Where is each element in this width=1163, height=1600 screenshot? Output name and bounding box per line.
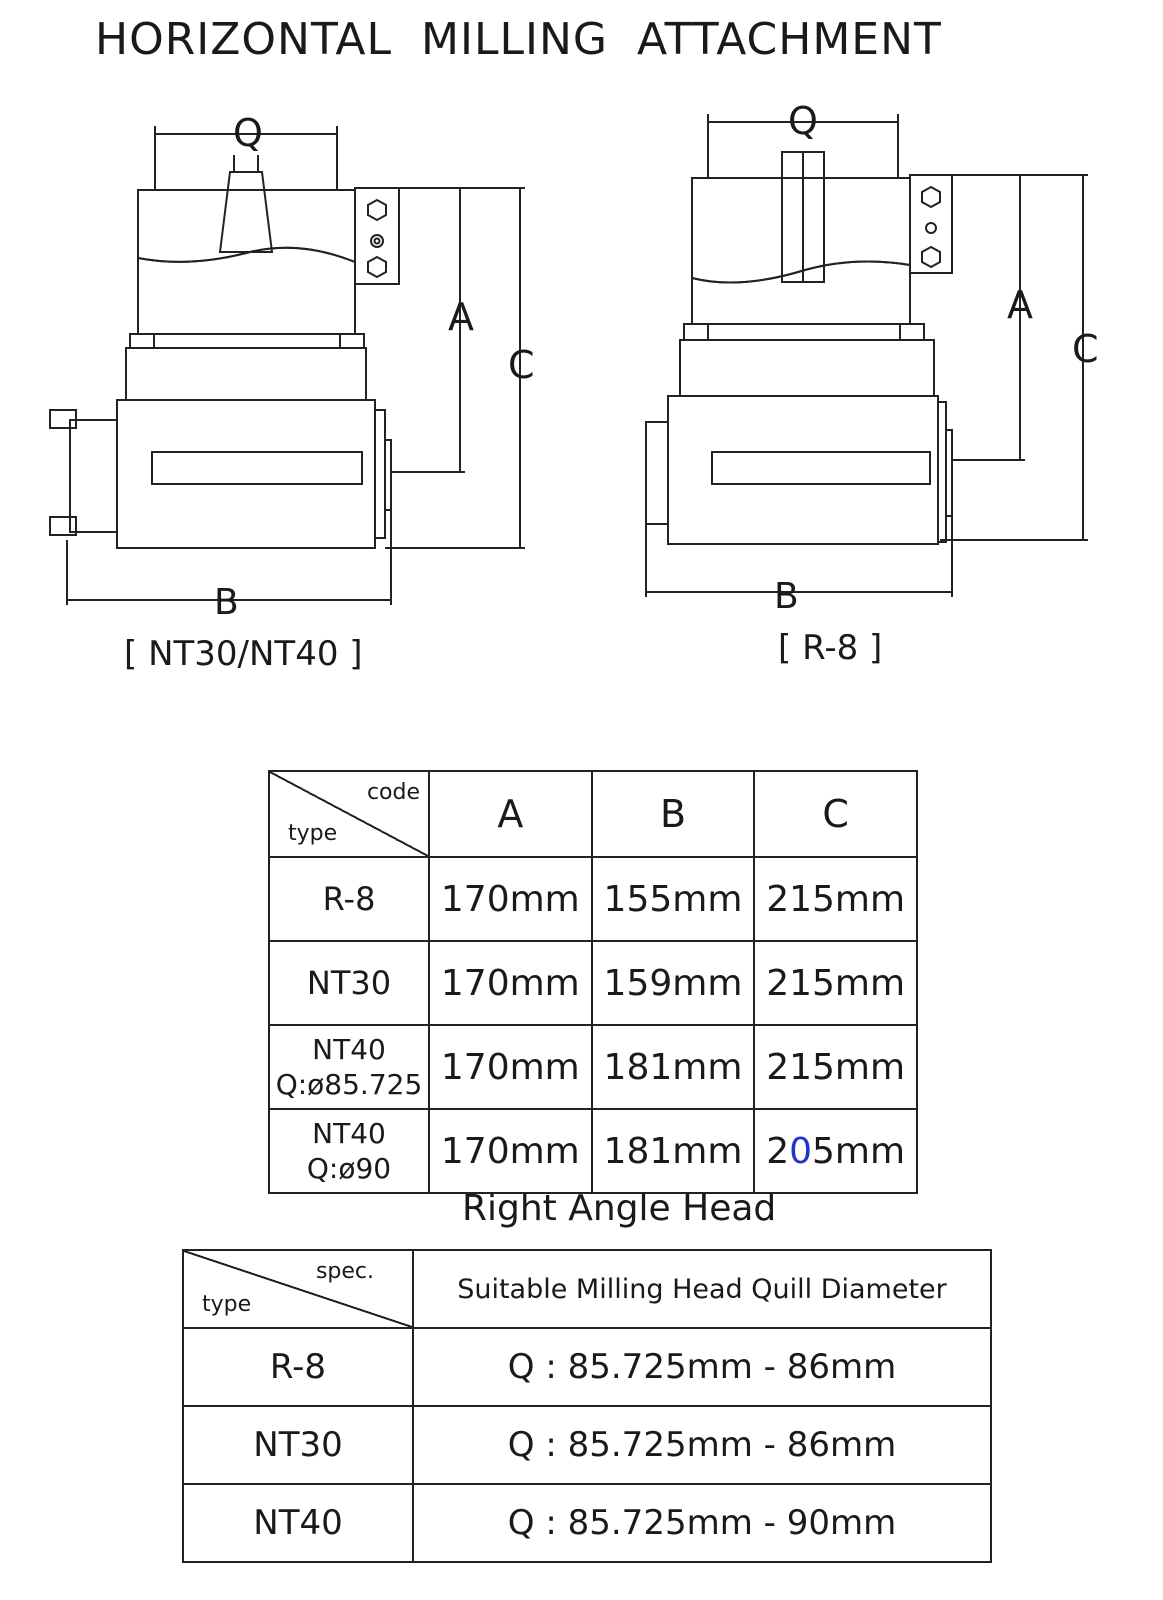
corner-label-type: type [202,1292,252,1317]
label-b-right: B [774,576,799,617]
row-type: NT30 [182,1405,414,1485]
table-row: NT40 Q:ø85.725 170mm 181mm 215mm [268,1024,918,1110]
table-row: NT30 Q : 85.725mm - 86mm [182,1405,992,1485]
label-b-left: B [214,582,239,623]
cell-c: 215mm [753,940,918,1026]
dimension-table: code type A B C R-8 170mm 155mm 215mm NT… [268,770,918,1194]
cell-b: 181mm [590,1024,756,1110]
cell-c-correction: 0 [789,1130,813,1172]
cell-quill: Q : 85.725mm - 90mm [412,1483,992,1563]
cell-a: 170mm [428,1024,593,1110]
cell-c: 215mm [753,856,918,942]
caption-nt30-nt40: [ NT30/NT40 ] [124,634,363,674]
label-c-right: C [1072,327,1099,371]
cell-b: 159mm [590,940,756,1026]
cell-b: 155mm [590,856,756,942]
cell-a: 170mm [428,1108,593,1194]
row-type: R-8 [182,1327,414,1407]
row-type: NT30 [268,940,430,1026]
row-type-sub: Q:ø90 [306,1152,392,1185]
table-header-row: code type A B C [268,770,918,858]
column-header-quill: Suitable Milling Head Quill Diameter [412,1249,992,1329]
row-type-sub: Q:ø85.725 [275,1068,423,1101]
row-type-main: NT40 [312,1033,386,1066]
corner-cell: spec. type [182,1249,414,1329]
label-q-left: Q [233,111,263,155]
cell-b: 181mm [590,1108,756,1194]
cell-a: 170mm [428,940,593,1026]
label-c-left: C [508,343,535,387]
cell-c: 215mm [753,1024,918,1110]
row-type: R-8 [268,856,430,942]
column-header-a: A [428,770,593,858]
row-type: NT40 [182,1483,414,1563]
cell-a: 170mm [428,856,593,942]
table-row: NT30 170mm 159mm 215mm [268,940,918,1026]
technical-drawings: Q A C B [49,99,1099,623]
table-row: R-8 170mm 155mm 215mm [268,856,918,942]
table-row: NT40 Q:ø90 170mm 181mm 205mm [268,1108,918,1194]
row-type: NT40 Q:ø90 [268,1108,430,1194]
column-header-c: C [753,770,918,858]
section-title: Right Angle Head [462,1188,777,1229]
drawing-nt30-nt40: Q A C B [49,111,535,623]
cell-c: 205mm [753,1108,918,1194]
table-header-row: spec. type Suitable Milling Head Quill D… [182,1249,992,1329]
drawing-r8: Q A C B [645,99,1099,617]
caption-r8: [ R-8 ] [778,628,883,668]
column-header-b: B [590,770,756,858]
table-row: NT40 Q : 85.725mm - 90mm [182,1483,992,1563]
corner-label-code: code [366,780,420,805]
table-row: R-8 Q : 85.725mm - 86mm [182,1327,992,1407]
label-a-right: A [1007,283,1033,327]
cell-c-pre: 2 [766,1130,790,1172]
label-a-left: A [448,295,474,339]
cell-c-post: 5mm [812,1130,906,1172]
corner-label-spec: spec. [315,1259,374,1284]
page-title: HORIZONTAL MILLING ATTACHMENT [95,14,942,65]
row-type-main: NT40 [312,1117,386,1150]
cell-quill: Q : 85.725mm - 86mm [412,1405,992,1485]
quill-table: spec. type Suitable Milling Head Quill D… [182,1249,992,1563]
corner-label-type: type [288,821,338,846]
cell-quill: Q : 85.725mm - 86mm [412,1327,992,1407]
row-type: NT40 Q:ø85.725 [268,1024,430,1110]
corner-cell: code type [268,770,430,858]
label-q-right: Q [788,99,818,143]
